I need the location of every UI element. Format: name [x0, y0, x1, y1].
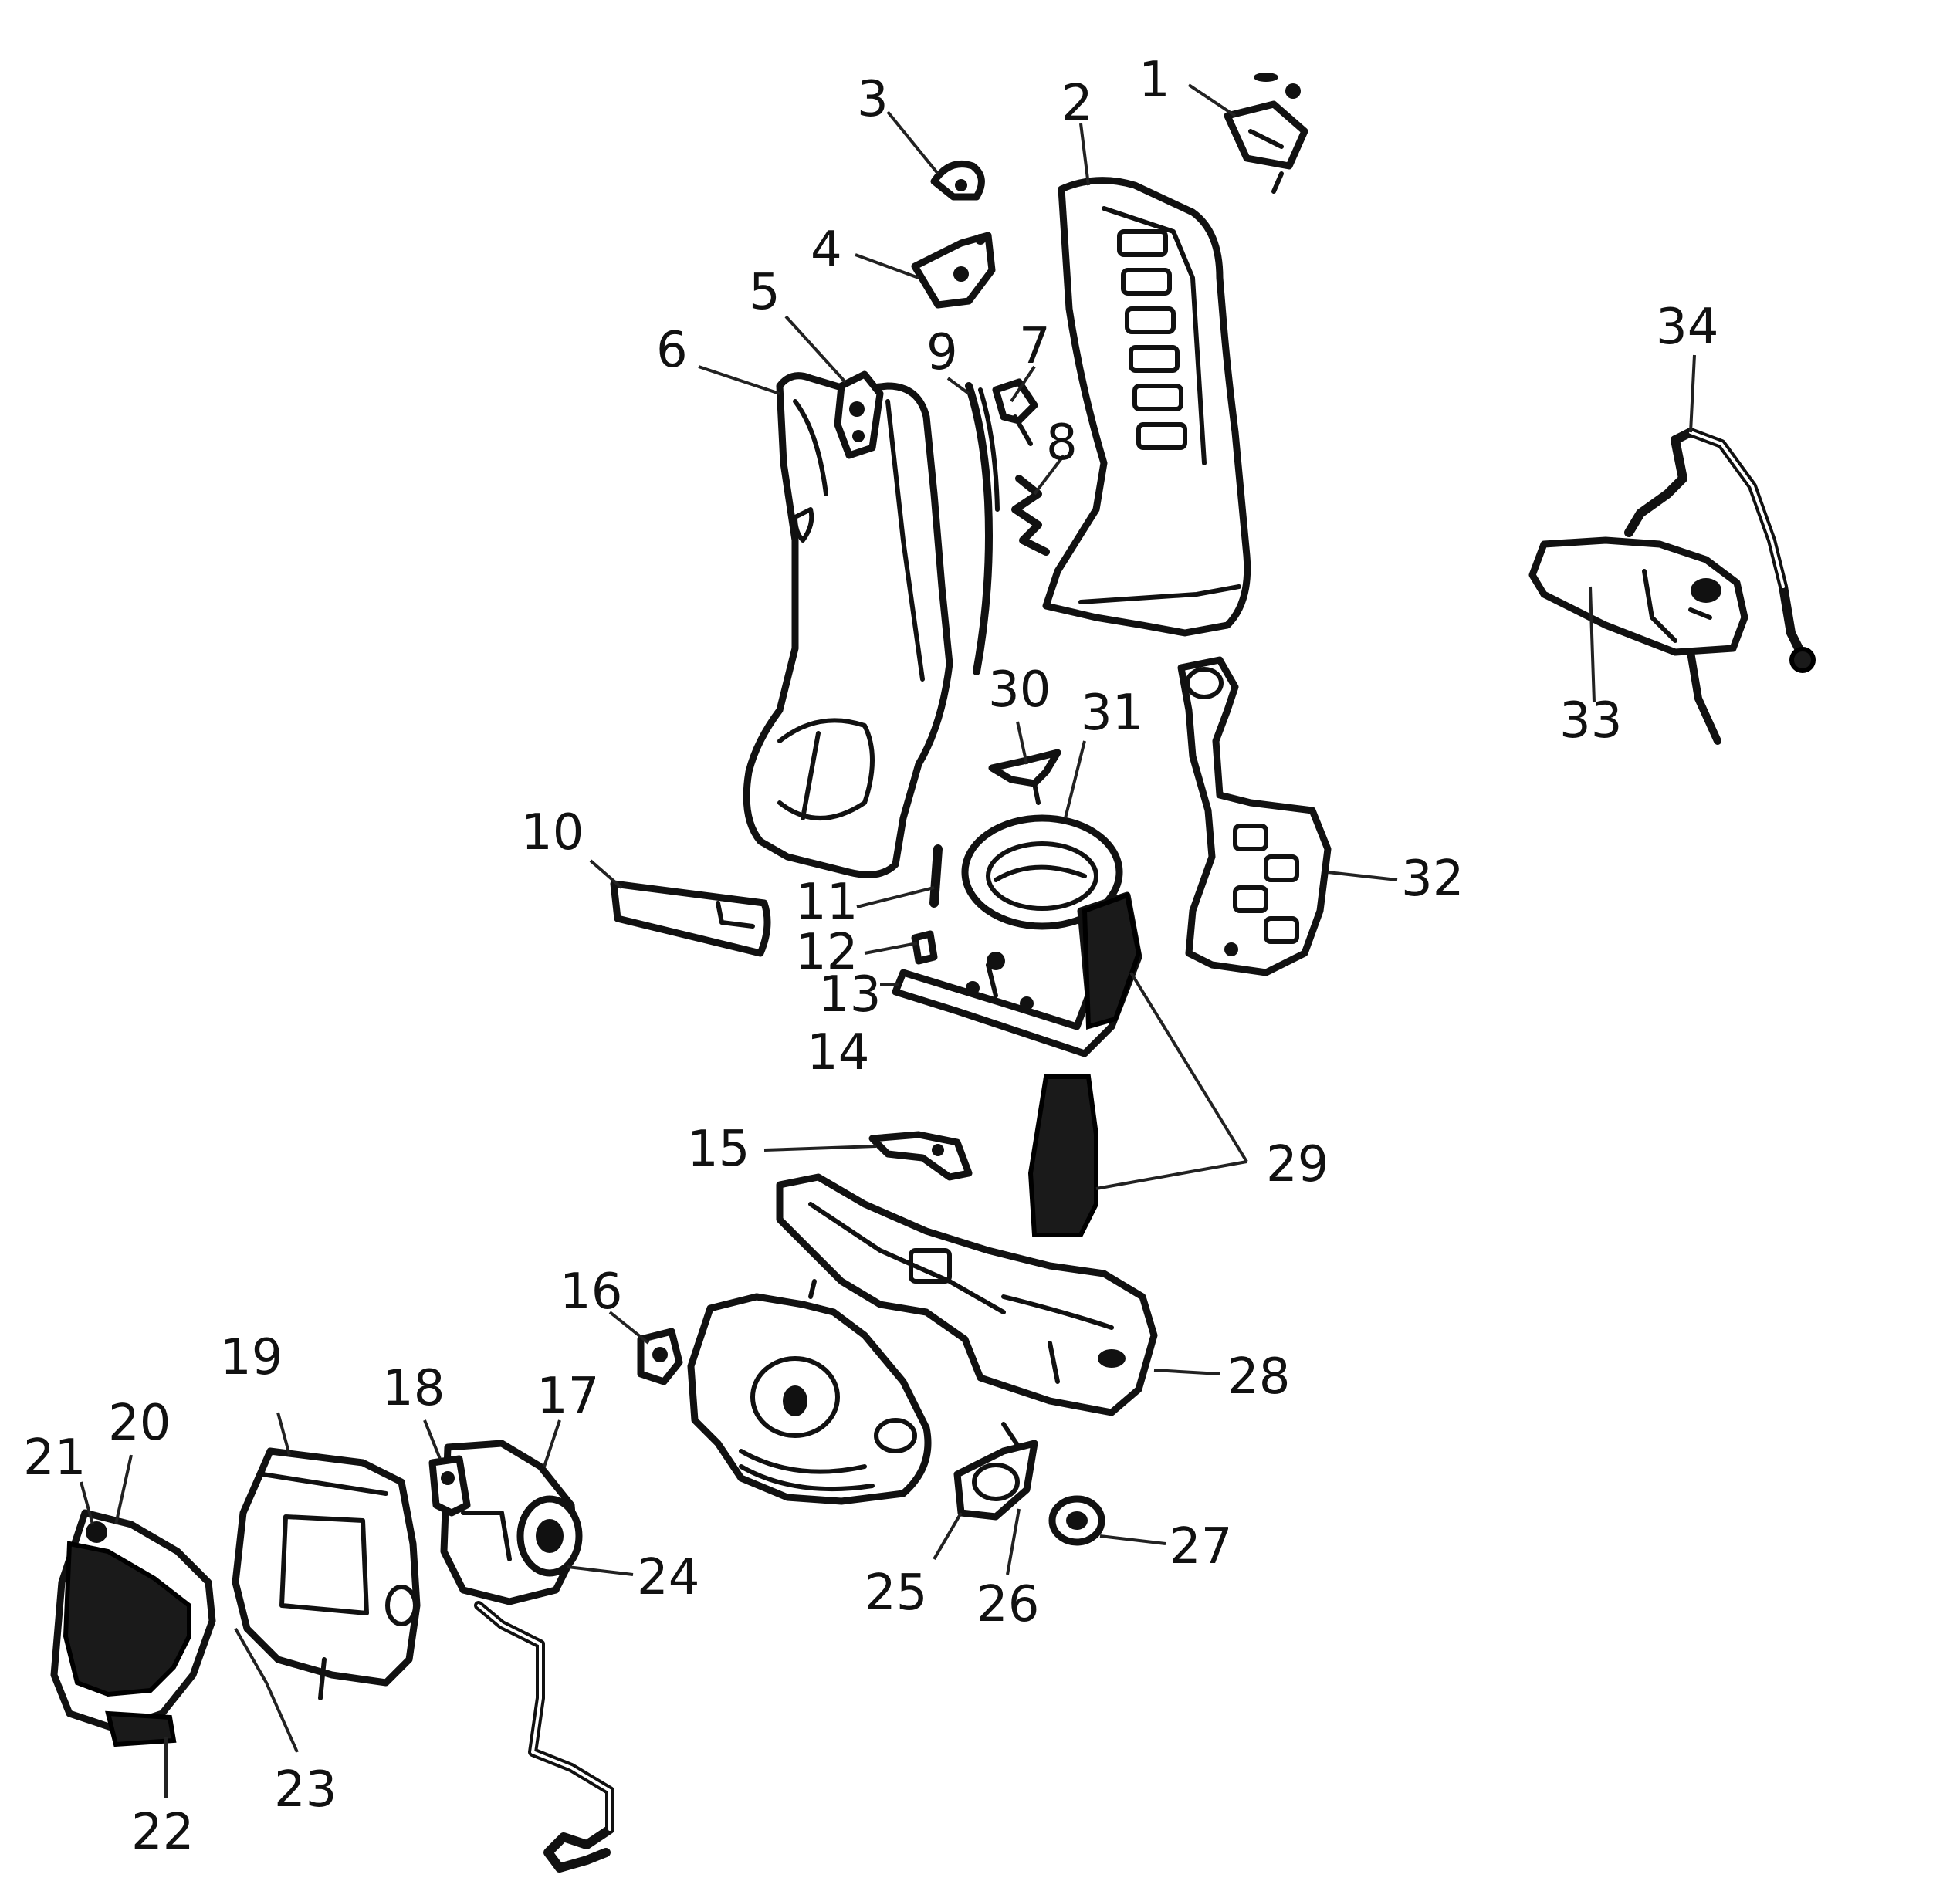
callout-labels: 1 2 3 4 5 6 7 8 9 10 11 12 13 14 15 16 1… [23, 52, 1718, 1861]
part-5-latch [834, 370, 884, 459]
part-19-housing-frame [232, 1447, 421, 1700]
callout-28: 28 [1227, 1348, 1290, 1406]
callout-32: 32 [1401, 851, 1464, 908]
callout-13: 13 [818, 966, 881, 1023]
part-16-nut [637, 1328, 683, 1385]
callout-10: 10 [521, 804, 584, 861]
callout-14: 14 [807, 1024, 869, 1081]
callout-17: 17 [537, 1368, 599, 1425]
part-9-rod [965, 382, 1000, 675]
motor-power-cord [474, 1601, 614, 1873]
part-33-cord-housing [1528, 536, 1748, 656]
callout-9: 9 [926, 324, 958, 381]
part-1-cap [1224, 73, 1308, 194]
part-2-handle-shell [1042, 177, 1251, 637]
part-20-21-22-front-grille [50, 1509, 216, 1747]
callout-18: 18 [382, 1360, 445, 1417]
callout-30: 30 [988, 661, 1051, 719]
callout-24: 24 [637, 1549, 699, 1606]
callout-7: 7 [1019, 318, 1051, 375]
callout-12: 12 [795, 924, 858, 981]
part-12-pin [911, 930, 938, 965]
part-7-spring-clip [992, 378, 1038, 446]
part-27-ring [1048, 1495, 1105, 1546]
part-11-pin [929, 844, 943, 908]
part-18-fan-housing [428, 1455, 471, 1517]
part-6-body-shell [743, 372, 953, 878]
part-15-tab [868, 1131, 973, 1181]
callout-23: 23 [274, 1761, 337, 1818]
part-3-clip [930, 161, 985, 201]
callout-6: 6 [656, 322, 688, 379]
callout-19: 19 [220, 1329, 283, 1386]
callout-21: 21 [23, 1429, 86, 1487]
callout-1: 1 [1139, 52, 1170, 109]
part-34-power-cord [1624, 428, 1816, 745]
part-8-spring [1011, 475, 1050, 556]
part-4-bracket [911, 232, 996, 309]
callout-20: 20 [108, 1395, 171, 1452]
callout-5: 5 [749, 264, 780, 321]
callout-22: 22 [131, 1804, 194, 1861]
callout-31: 31 [1081, 685, 1143, 742]
callout-8: 8 [1046, 414, 1078, 472]
part-17-motor [440, 1440, 583, 1605]
part-28-lower-housing [776, 1173, 1158, 1416]
callout-26: 26 [977, 1576, 1039, 1633]
part-25-26-bracket [953, 1422, 1038, 1521]
callout-11: 11 [795, 874, 858, 931]
callout-4: 4 [811, 222, 842, 279]
callout-34: 34 [1656, 299, 1718, 356]
callout-33: 33 [1559, 692, 1622, 749]
part-13-14-switch-board [892, 891, 1142, 1057]
leader-lines [80, 83, 1696, 1798]
part-32-handle-bracket [1177, 656, 1332, 976]
part-31-ring [961, 814, 1123, 930]
part-10-filter-strip [610, 880, 771, 957]
callout-27: 27 [1170, 1518, 1232, 1575]
part-29-strip [1027, 1074, 1098, 1237]
motor-cover [687, 1279, 932, 1505]
callout-29: 29 [1266, 1136, 1329, 1193]
callout-25: 25 [865, 1565, 927, 1622]
callout-16: 16 [560, 1264, 622, 1321]
callout-3: 3 [857, 71, 889, 128]
callout-15: 15 [687, 1121, 750, 1178]
callout-2: 2 [1061, 75, 1093, 132]
